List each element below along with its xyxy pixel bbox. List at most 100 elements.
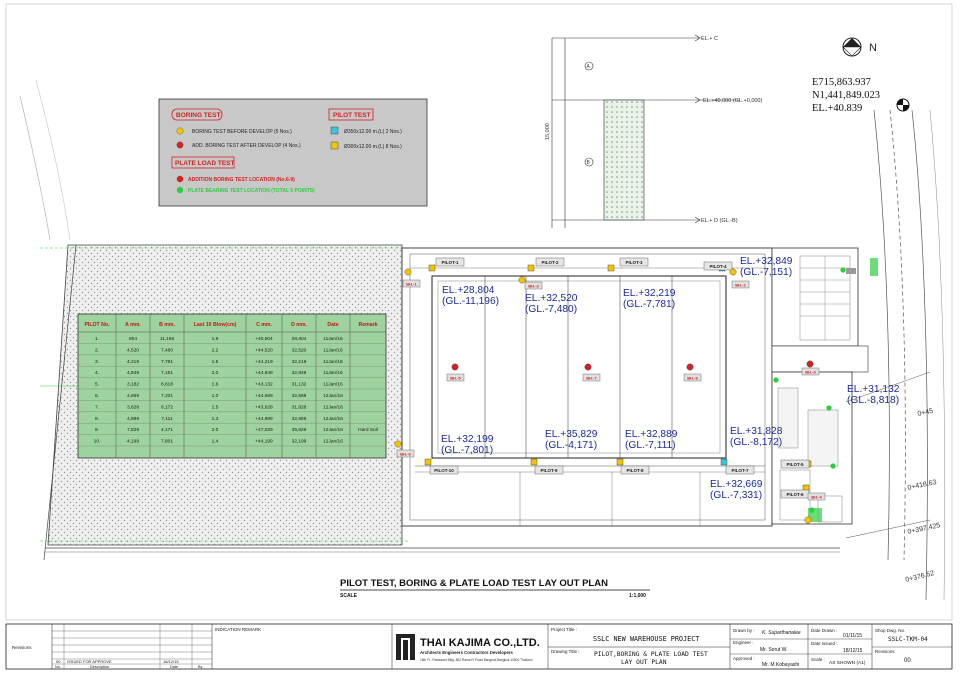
pilot-marker — [527, 264, 535, 272]
table-cell: 8,172 — [161, 404, 173, 410]
pilot-label: PILOT-10 — [434, 468, 454, 473]
borehole-label-box — [446, 373, 465, 382]
project-title: SSLC NEW WAREHOUSE PROJECT — [593, 635, 699, 643]
table-cell: 32,199 — [292, 439, 307, 445]
pilot-label-box — [435, 257, 465, 267]
table-cell: 32,669 — [292, 393, 307, 399]
borehole-label-box — [801, 367, 820, 376]
table-cell: 2.0 — [212, 370, 219, 376]
elevation-label: EL.+31,132 — [847, 384, 900, 395]
table-cell: +43,132 — [255, 382, 273, 388]
table-cell: 32,889 — [292, 416, 307, 422]
table-cell: 1. — [95, 336, 99, 342]
borehole-label: BH.-6 — [400, 451, 411, 456]
legend-pilot-header: PILOT TEST — [333, 112, 371, 119]
section-el-c: EL.+ C — [701, 36, 718, 42]
borehole-marker — [804, 516, 812, 524]
rev-col-date: Date — [170, 665, 178, 669]
section-dimension: 15,000 — [545, 123, 551, 140]
table-cell: +47,829 — [255, 427, 273, 433]
table-cell: 11Jan/16 — [323, 347, 343, 353]
contour-line — [19, 95, 51, 241]
approved-label: Approved : — [733, 656, 755, 661]
table-cell: 32,219 — [292, 359, 307, 365]
table-cell: 3,182 — [127, 382, 139, 388]
northing-coordinate: N1,441,849.023 — [812, 90, 880, 101]
table-cell: 1.5 — [212, 404, 219, 410]
table-cell: 2. — [95, 347, 99, 353]
table-cell: 4,669 — [127, 393, 139, 399]
table-cell: 9. — [95, 427, 99, 433]
table-cell: 11Jan/16 — [323, 370, 343, 376]
table-cell: 3. — [95, 359, 99, 365]
pilot-350-symbol — [330, 126, 339, 135]
ground-level-label: (GL.-7,111) — [625, 440, 676, 451]
plan-title: PILOT TEST, BORING & PLATE LOAD TEST LAY… — [340, 578, 608, 589]
table-cell: 3,828 — [127, 404, 139, 410]
shop-dwg-number: SSLC-TKM-04 — [888, 636, 928, 643]
ground-level-label: (GL.-7,151) — [740, 267, 792, 278]
pilot-300-symbol — [330, 141, 339, 150]
table-cell: 8,818 — [161, 382, 173, 388]
rev-col-no: No. — [55, 665, 61, 669]
revisions2-label: Revisions — [875, 649, 895, 654]
table-cell: +44,520 — [255, 347, 273, 353]
table-cell: 7,111 — [161, 416, 173, 422]
rev-date: 18/12/15 — [163, 659, 179, 664]
rev-description: ISSUED FOR APPROVE — [67, 659, 112, 664]
borehole-label: BH.-4 — [811, 494, 822, 499]
table-cell: 10. — [94, 439, 101, 445]
borehole-label-box — [731, 280, 750, 289]
pilot-label-box — [725, 465, 755, 475]
table-header-cell: PILOT No. — [84, 322, 110, 328]
table-cell: 28,804 — [292, 336, 307, 342]
section-a-label: A — [587, 64, 591, 70]
table-cell: 5. — [95, 382, 99, 388]
table-cell: 6. — [95, 393, 99, 399]
table-cell: Hard Soil — [358, 427, 378, 433]
pilot-label: PILOT-3 — [625, 260, 642, 265]
table-cell: 1.5 — [212, 359, 219, 365]
table-cell: 4,219 — [127, 359, 139, 365]
elevation-label: EL.+35,829 — [545, 429, 598, 440]
engineer: Mr. Sorut W. — [760, 647, 788, 653]
date-drawn-label: Date Drawn : — [811, 628, 837, 633]
pilot-marker — [428, 264, 436, 272]
table-cell: 7,151 — [161, 370, 173, 376]
table-cell: 12Jan/16 — [323, 439, 343, 445]
drawing-scale: AS SHOWN (A1) — [829, 660, 866, 666]
plate-bearing-point — [830, 463, 836, 469]
road-chainage-1: 0+397.425 — [907, 522, 941, 536]
section-b-label: B — [587, 160, 591, 166]
legend-plate-add: ADDITION BORING TEST LOCATION (No.6-9) — [188, 177, 295, 183]
section-el-d: EL.+ D (GL.-B) — [701, 218, 738, 224]
table-cell: 31,828 — [292, 404, 307, 410]
borehole-marker — [394, 440, 402, 448]
revision-number: 00 — [904, 658, 911, 664]
table-cell: 11Jan/16 — [323, 359, 343, 365]
office-block — [771, 247, 878, 525]
date-issued: 18/12/15 — [843, 648, 863, 654]
borehole-label: BH.-5 — [450, 375, 461, 380]
warehouse-building — [401, 247, 773, 527]
company-address: 16th Fl., Rasisaard Bldg.,862 Rama IV Ro… — [420, 658, 533, 662]
table-cell: 1.9 — [212, 336, 219, 342]
table-cell: +44,199 — [255, 439, 273, 445]
ground-level-label: (GL.-7,331) — [710, 490, 762, 501]
legend-boring-before: BORING TEST BEFORE DEVELOP (5 Nos.) — [192, 129, 292, 135]
borehole-label-box — [807, 492, 826, 501]
engineer-label: Engineer : — [733, 640, 754, 645]
pilot-label: PILOT-2 — [541, 260, 558, 265]
table-cell: 7,829 — [127, 427, 139, 433]
borehole-label-box — [396, 449, 415, 458]
pilot-label-box — [535, 257, 565, 267]
ground-level-label: (GL.-7,801) — [441, 445, 493, 456]
borehole-marker — [806, 360, 814, 368]
company-logo-icon — [396, 634, 415, 660]
borehole-label: BH.-3 — [528, 283, 539, 288]
borehole-marker — [584, 363, 592, 371]
rev-number: 00 — [56, 659, 61, 664]
table-cell: 1.6 — [212, 382, 219, 388]
borehole-marker — [404, 268, 412, 276]
legend-plate-bearing: PLATE BEARING TEST LOCATION (TOTAL 5 POI… — [188, 188, 315, 194]
